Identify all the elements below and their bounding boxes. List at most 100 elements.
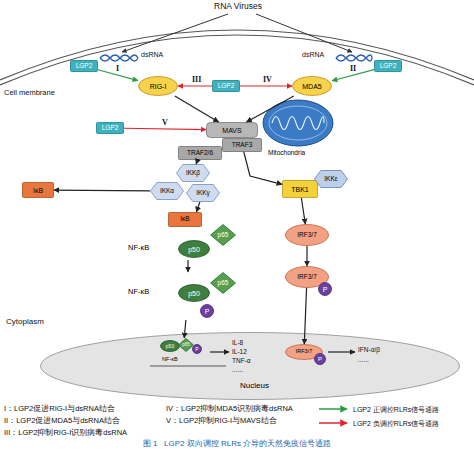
node-text: LGP2 <box>76 63 93 70</box>
node-text: IKKγ <box>196 190 210 197</box>
signal-arrow <box>184 320 186 338</box>
node-text: IRF3/7 <box>297 232 317 239</box>
kinase-box: TBK1 <box>282 180 318 198</box>
note-text: I：LGP2促进RIG-I与dsRNA结合 <box>4 405 115 413</box>
legend-arrow <box>318 405 350 413</box>
node-text: IκB <box>180 216 189 223</box>
roman-numeral: I <box>116 65 119 73</box>
node-text: p65 <box>182 343 190 348</box>
legend-arrow <box>318 419 350 427</box>
note-text: V：LGP2抑制RIG-I与MAVS结合 <box>166 417 277 425</box>
signal-arrow <box>247 96 294 122</box>
adaptor-box: MAVS <box>206 122 258 138</box>
subunit-diamond: p65 <box>210 224 236 246</box>
nfkb-complex: NF-κBp50p65P <box>128 272 248 320</box>
subunit-ellipse: p50 <box>160 340 180 352</box>
node-text: IRF3/7 <box>297 274 317 281</box>
lgp2-protein: LGP2 <box>212 80 240 92</box>
signal-arrow <box>240 85 292 86</box>
signal-arrow <box>175 96 219 122</box>
nfkb-complex: NF-κB IκB p50 p65 <box>128 212 248 260</box>
virus-entry-arrow <box>256 14 352 52</box>
node-text: TRAF3 <box>232 142 253 149</box>
subunit-ellipse: p50 <box>178 240 210 258</box>
legend-row: LGP2 负调控RLRs信号通路 <box>318 419 439 427</box>
signal-arrow <box>178 85 212 86</box>
node-text: Nucleus <box>240 382 269 390</box>
mitochondria: Mitochondria <box>262 98 334 162</box>
irf-oval: IRF3/7 <box>285 224 329 246</box>
subunit-diamond: p65 <box>178 338 194 352</box>
receptor-protein: MDA5 <box>292 76 332 96</box>
subunit-ellipse: p50 <box>178 284 210 302</box>
node-text: NF-κB <box>128 244 149 252</box>
node-text: P <box>323 286 328 293</box>
cell-membrane-line <box>0 30 474 80</box>
node-text: IKKα <box>160 188 174 195</box>
node-text: p65 <box>218 232 229 239</box>
inhibitor-box: IκB <box>22 182 54 198</box>
node-text: P <box>205 308 210 315</box>
edge-group <box>54 70 374 344</box>
node-text: Mitochondria <box>268 150 305 157</box>
nucleus-ellipse: NucleusNF-κBp50p65PIRF3/7P <box>40 332 460 400</box>
node-text: LGP2 <box>380 63 397 70</box>
phosphate-circle: P <box>318 282 332 296</box>
roman-numeral: V <box>162 119 168 127</box>
signal-arrow <box>54 190 150 192</box>
kinase-hexagon: IKKγ <box>186 184 220 202</box>
lgp2-protein: LGP2 <box>70 60 98 72</box>
traf-box: TRAF2/6 <box>178 146 222 160</box>
phosphate-circle: P <box>314 353 326 365</box>
nfkb-complex: NF-κB p50 p65P <box>158 338 208 366</box>
transcription-arrows <box>150 352 355 366</box>
kinase-hexagon: IKKα <box>150 182 184 200</box>
legend-row: LGP2 正调控RLRs信号通路 <box>318 405 439 413</box>
phosphate-circle: P <box>192 344 202 354</box>
signal-arrow <box>196 202 199 212</box>
signal-arrow <box>187 260 188 272</box>
traf-box: TRAF3 <box>222 138 262 152</box>
node-text: NF-κB <box>162 357 178 363</box>
region-label: Cytoplasm <box>6 318 44 326</box>
note-text: IV：LGP2抑制MDA5识别病毒dsRNA <box>166 405 293 413</box>
node-text: IκB <box>33 187 43 194</box>
node-text: p50 <box>166 344 174 349</box>
region-label: dsRNA <box>302 51 324 58</box>
node-text: IKKε <box>324 176 337 183</box>
roman-numeral: II <box>350 65 356 73</box>
signal-arrow <box>301 198 305 224</box>
roman-numeral: IV <box>263 76 272 84</box>
note-text: II：LGP2促进MDA5与dsRNA结合 <box>4 417 120 425</box>
note-text: III：LGP2抑制RIG-I识别病毒dsRNA <box>4 429 127 437</box>
roman-numeral: III <box>192 76 201 84</box>
inhibitor-box: IκB <box>168 212 202 227</box>
virus-entry-arrow <box>122 14 228 52</box>
dna-line <box>150 366 226 367</box>
transcription-arrow <box>328 351 355 352</box>
node-text: RIG-I <box>150 83 167 90</box>
legend-text: LGP2 正调控RLRs信号通路 <box>353 406 439 413</box>
transcription-arrow <box>210 351 229 352</box>
signal-arrow <box>332 70 374 81</box>
lgp2-protein: LGP2 <box>374 60 402 72</box>
signal-arrow <box>304 288 306 344</box>
node-text: MAVS <box>222 127 241 134</box>
legend-text: LGP2 负调控RLRs信号通路 <box>353 420 439 427</box>
node-text: MDA5 <box>302 83 321 90</box>
region-label: RNA Viruses <box>214 2 262 11</box>
region-label: Cell membrane <box>4 89 55 97</box>
node-text: P <box>195 347 198 352</box>
node-text: P <box>318 356 322 362</box>
kinase-hexagon: IKKε <box>314 170 348 188</box>
signal-arrow <box>124 128 206 129</box>
region-label: dsRNA <box>141 51 163 58</box>
cell-membrane-line <box>0 35 474 85</box>
dsrna-helix <box>100 55 372 61</box>
node-text: p50 <box>188 290 200 297</box>
signal-arrow <box>306 246 307 266</box>
node-text: TRAF2/6 <box>187 150 213 157</box>
phosphate-circle: P <box>200 304 214 318</box>
